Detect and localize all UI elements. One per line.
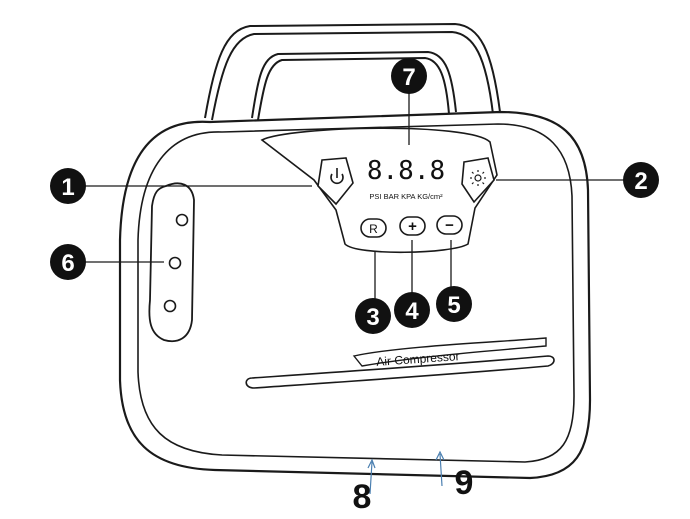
svg-text:1: 1 — [61, 174, 74, 201]
side-port-middle — [168, 256, 182, 270]
product-label: Air Compressor — [376, 349, 460, 369]
plus-button[interactable]: + — [399, 216, 426, 236]
display-reading: 8.8.8 — [367, 156, 445, 186]
side-port-top — [175, 213, 189, 227]
callout-2: 2 — [623, 162, 659, 198]
svg-text:6: 6 — [61, 250, 74, 277]
reset-button[interactable]: R — [360, 218, 387, 238]
callout-5: 5 — [436, 286, 472, 322]
vent-slot — [245, 355, 555, 389]
bottom-arrows — [367, 450, 445, 495]
side-port-panel — [148, 182, 195, 342]
light-button[interactable] — [461, 157, 495, 204]
minus-button-label: − — [445, 217, 454, 234]
svg-text:3: 3 — [366, 304, 379, 331]
callout-9: 9 — [455, 464, 474, 502]
compressor-body-inner — [137, 123, 575, 463]
svg-text:7: 7 — [402, 64, 415, 91]
svg-text:4: 4 — [405, 298, 419, 325]
minus-button[interactable]: − — [436, 215, 463, 235]
carry-handle — [204, 22, 501, 121]
power-button[interactable] — [317, 157, 354, 206]
side-port-bottom — [163, 299, 177, 313]
callout-6: 6 — [50, 244, 86, 280]
callout-4: 4 — [394, 292, 430, 328]
callout-7: 7 — [391, 58, 427, 94]
callout-1: 1 — [50, 168, 86, 204]
product-label-strip: Air Compressor — [352, 337, 547, 369]
svg-text:5: 5 — [447, 292, 460, 319]
power-icon — [330, 168, 344, 185]
svg-text:2: 2 — [634, 168, 647, 195]
callout-3: 3 — [355, 298, 391, 334]
display-units: PSI BAR KPA KG/cm² — [369, 192, 443, 201]
plus-button-label: + — [408, 218, 417, 235]
sun-icon — [470, 170, 486, 186]
reset-button-label: R — [369, 222, 378, 236]
callout-lines — [82, 92, 627, 300]
callout-8: 8 — [353, 478, 372, 516]
